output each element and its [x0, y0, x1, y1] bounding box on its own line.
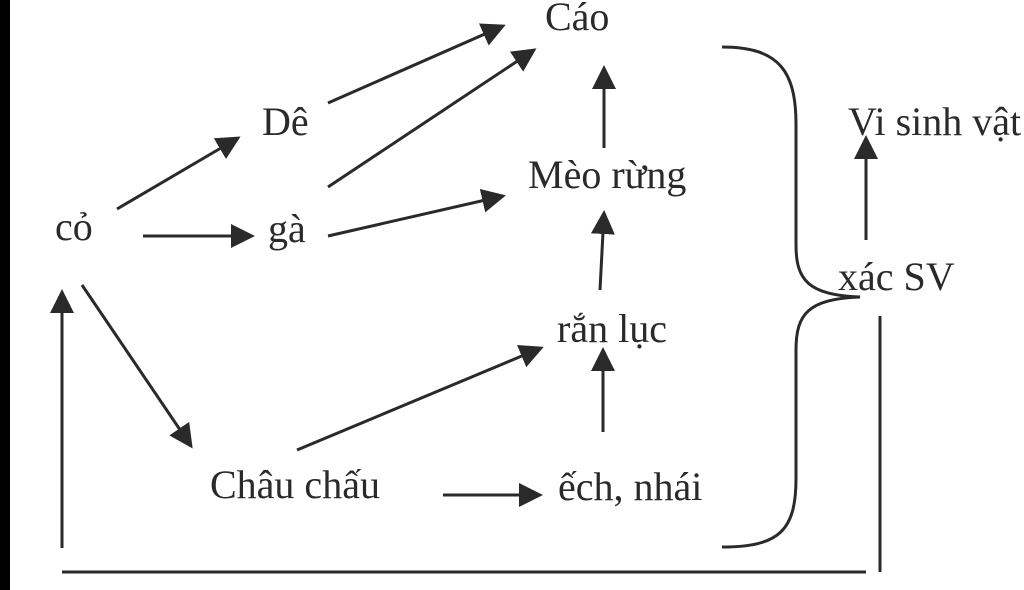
node-de: Dê — [262, 99, 309, 144]
left-edge-bar — [0, 0, 10, 590]
node-xac-sv: xác SV — [838, 254, 955, 299]
arrow-ga-to-meo-rung — [327, 188, 506, 238]
arrow-de-to-cao — [327, 23, 506, 105]
node-co: cỏ — [55, 204, 93, 249]
arrow-co-to-de — [116, 136, 241, 211]
node-ech-nhai: ếch, nhái — [558, 464, 702, 509]
node-vi-sinh-vat: Vi sinh vật — [848, 99, 1021, 144]
arrow-co-to-chau-chau — [80, 284, 193, 449]
node-ran-luc: rắn lục — [557, 306, 667, 351]
arrow-ran-luc-to-meo-rung — [590, 210, 615, 291]
node-chau-chau: Châu chấu — [210, 462, 380, 507]
arrow-chau-chau-to-ran-luc — [296, 345, 544, 452]
node-ga: gà — [268, 206, 306, 251]
arrow-ga-to-cao — [327, 48, 537, 189]
node-meo-rung: Mèo rừng — [528, 152, 686, 197]
curly-brace — [721, 45, 861, 549]
node-cao: Cáo — [545, 0, 609, 39]
